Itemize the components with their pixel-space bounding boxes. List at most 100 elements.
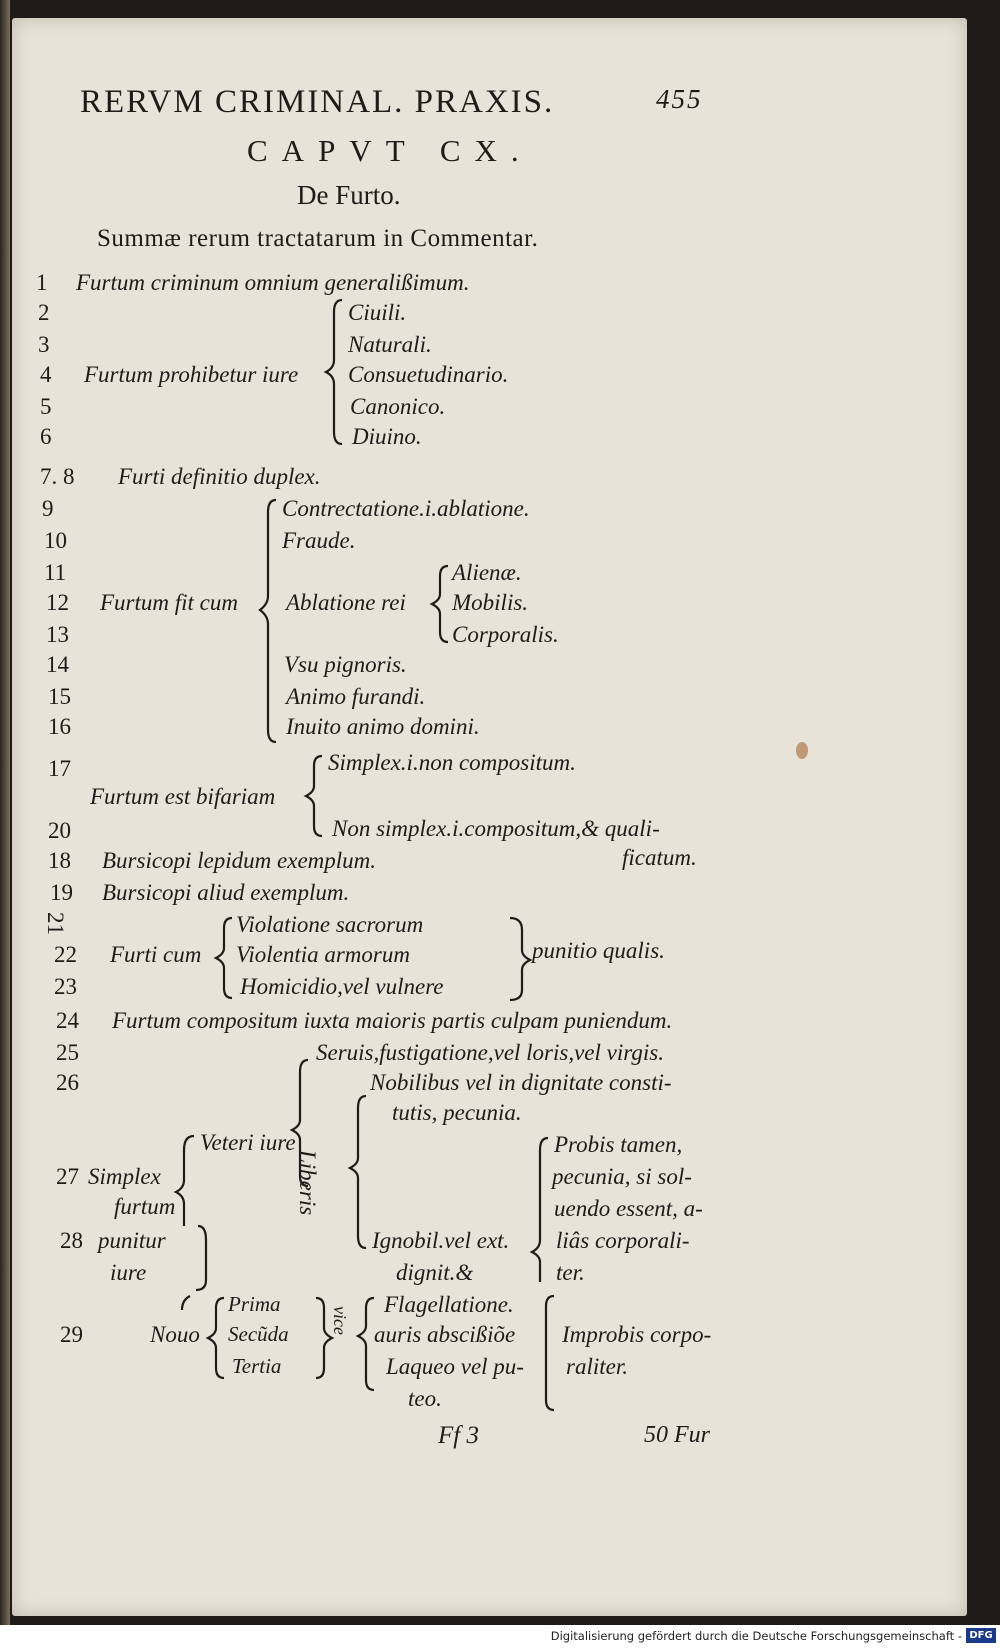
page-number: 455 bbox=[656, 84, 703, 114]
entry-nobilibus-cont: tutis, pecunia. bbox=[392, 1100, 522, 1125]
simplex-furtum-word: Simplex bbox=[88, 1164, 161, 1189]
margin-number: 14 bbox=[46, 652, 69, 677]
ius-item: Consuetudinario. bbox=[348, 362, 509, 387]
signature-mark: Ff 3 bbox=[438, 1422, 479, 1449]
poena-item: auris abscißiõe bbox=[374, 1322, 516, 1347]
ius-item: Naturali. bbox=[348, 332, 432, 357]
margin-number: 12 bbox=[46, 590, 69, 615]
probis-line: Probis tamen, bbox=[554, 1132, 683, 1157]
margin-number: 17 bbox=[48, 756, 71, 781]
brace-simplex-furtum bbox=[180, 1224, 208, 1311]
credit-text: Digitalisierung gefördert durch die Deut… bbox=[550, 1629, 962, 1643]
margin-number: 28 bbox=[60, 1228, 83, 1253]
vice-item: Secũda bbox=[228, 1322, 289, 1346]
margin-number: 20 bbox=[48, 818, 71, 843]
margin-number: 16 bbox=[48, 714, 71, 739]
entry-nouo: Nouo bbox=[150, 1322, 200, 1347]
entry-prohibetur: Furtum prohibetur iure bbox=[84, 362, 299, 387]
margin-number: 4 bbox=[40, 362, 52, 387]
margin-number: 18 bbox=[48, 848, 71, 873]
poena-item: Flagellatione. bbox=[384, 1292, 514, 1317]
entry-non-simplex-cont: ficatum. bbox=[622, 845, 697, 870]
margin-number: 22 bbox=[54, 942, 77, 967]
margin-number: 2 bbox=[38, 300, 50, 325]
simplex-furtum-word: punitur bbox=[98, 1228, 166, 1253]
margin-number: 5 bbox=[40, 394, 52, 419]
brace-vices bbox=[205, 1296, 225, 1380]
margin-number: 23 bbox=[54, 974, 77, 999]
brace-veteri bbox=[173, 1134, 195, 1226]
summary-heading: Summæ rerum tractatarum in Commentar. bbox=[97, 225, 539, 252]
margin-number: 9 bbox=[42, 496, 54, 521]
entry-punitio: punitio qualis. bbox=[532, 938, 665, 963]
margin-number: 24 bbox=[56, 1008, 79, 1033]
brace-iura bbox=[323, 298, 343, 446]
brace-poenae bbox=[355, 1296, 375, 1392]
brace-punitio bbox=[509, 916, 533, 1002]
margin-number: 6 bbox=[40, 424, 52, 449]
brace-vices-right bbox=[315, 1296, 335, 1380]
modus-item: Fraude. bbox=[282, 528, 356, 553]
entry-bursicopi-1: Bursicopi lepidum exemplum. bbox=[102, 848, 377, 873]
margin-number: 13 bbox=[46, 622, 69, 647]
ius-item: Canonico. bbox=[350, 394, 446, 419]
entry-nobilibus: Nobilibus vel in dignitate consti- bbox=[370, 1070, 672, 1095]
violatio-item: Homicidio,vel vulnere bbox=[240, 974, 444, 999]
ius-item: Diuino. bbox=[352, 424, 422, 449]
margin-number: 15 bbox=[48, 684, 71, 709]
entry-furti-cum: Furti cum bbox=[110, 942, 202, 967]
res-item: Mobilis. bbox=[452, 590, 529, 615]
modus-item: Inuito animo domini. bbox=[286, 714, 480, 739]
brace-violationes bbox=[213, 916, 233, 1000]
probis-line: pecunia, si sol- bbox=[552, 1164, 692, 1189]
improbis-line: raliter. bbox=[566, 1354, 628, 1379]
entry-simplex: Simplex.i.non compositum. bbox=[328, 750, 576, 775]
brace-improbis bbox=[544, 1294, 555, 1412]
probis-line: liâs corporali- bbox=[556, 1228, 690, 1253]
margin-number: 27 bbox=[56, 1164, 79, 1189]
brace-seruis bbox=[289, 1058, 309, 1188]
book-spine bbox=[0, 0, 10, 1625]
brace-modi bbox=[258, 498, 277, 744]
entry-bursicopi-2: Bursicopi aliud exemplum. bbox=[102, 880, 350, 905]
margin-number: 25 bbox=[56, 1040, 79, 1065]
dfg-logo: DFG bbox=[966, 1628, 996, 1643]
probis-line: ter. bbox=[556, 1260, 585, 1285]
brace-probis bbox=[529, 1136, 549, 1282]
res-item: Alienæ. bbox=[452, 560, 522, 585]
running-title: RERVM CRIMINAL. PRAXIS. bbox=[80, 84, 555, 120]
margin-number: 29 bbox=[60, 1322, 83, 1347]
entry-seruis: Seruis,fustigatione,vel loris,vel virgis… bbox=[316, 1040, 664, 1065]
res-item: Corporalis. bbox=[452, 622, 559, 647]
margin-number: 10 bbox=[44, 528, 67, 553]
catchword: 50 Fur bbox=[644, 1422, 710, 1448]
ius-item: Ciuili. bbox=[348, 300, 407, 325]
margin-number: 26 bbox=[56, 1070, 79, 1095]
vice-item: Prima bbox=[228, 1292, 281, 1316]
entry-furtum-generalissimum: Furtum criminum omnium generalißimum. bbox=[76, 270, 470, 295]
chapter-subtitle: De Furto. bbox=[297, 180, 401, 210]
entry-veteri: Veteri iure bbox=[200, 1130, 296, 1155]
vice-item: Tertia bbox=[232, 1354, 282, 1378]
margin-number: 1 bbox=[36, 270, 48, 295]
book-page bbox=[12, 18, 967, 1616]
ignobil-line: Ignobil.vel ext. bbox=[372, 1228, 510, 1253]
entry-non-simplex: Non simplex.i.compositum,& quali- bbox=[332, 816, 660, 841]
violatio-item: Violatione sacrorum bbox=[236, 912, 424, 937]
ignobil-line: dignit.& bbox=[396, 1260, 474, 1285]
chapter-title: CAPVT CX. bbox=[247, 133, 533, 168]
margin-number: 3 bbox=[38, 332, 50, 357]
modus-item: Contrectatione.i.ablatione. bbox=[282, 496, 530, 521]
simplex-furtum-word: furtum bbox=[114, 1194, 176, 1219]
margin-number: 11 bbox=[44, 560, 67, 585]
entry-bifariam: Furtum est bifariam bbox=[90, 784, 276, 809]
modus-item: Ablatione rei bbox=[286, 590, 406, 615]
probis-line: uendo essent, a- bbox=[554, 1196, 703, 1221]
entry-definitio: Furti definitio duplex. bbox=[118, 464, 321, 489]
modus-item: Vsu pignoris. bbox=[284, 652, 407, 677]
brace-rei bbox=[429, 564, 449, 644]
margin-number: 7. 8 bbox=[40, 464, 75, 489]
entry-fit-cum: Furtum fit cum bbox=[100, 590, 238, 615]
paper-stain bbox=[796, 742, 808, 759]
